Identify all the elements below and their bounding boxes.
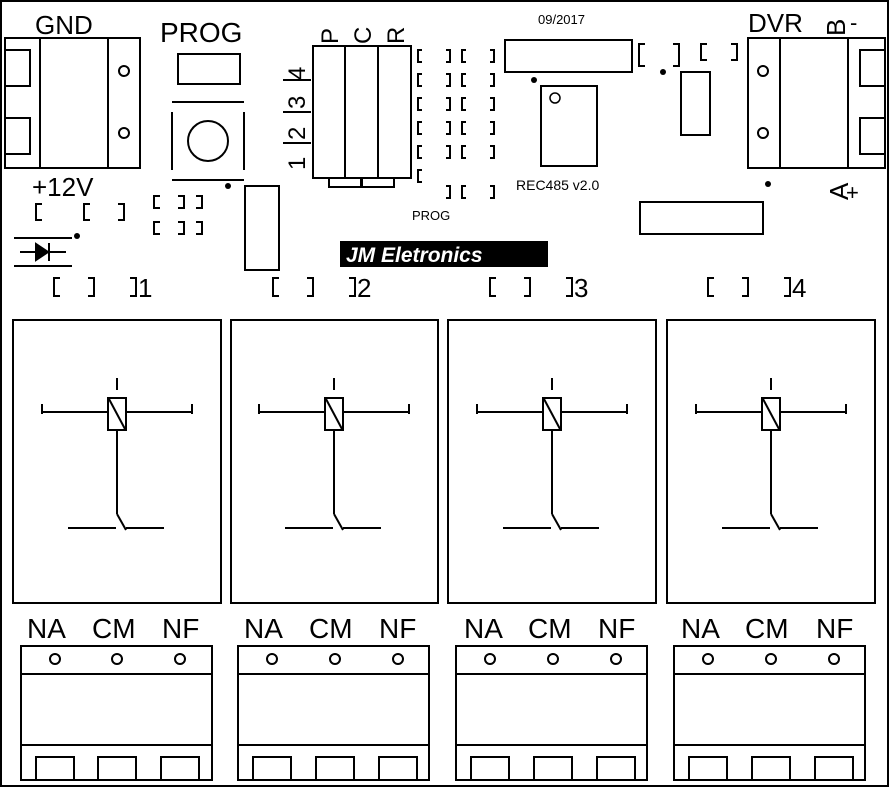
pad-dot	[660, 69, 666, 75]
capacitor-vertical	[680, 71, 711, 136]
diode-symbol	[14, 237, 72, 267]
relay-2-nf-label: NF	[379, 613, 416, 644]
pcr-label-p: P	[317, 28, 344, 44]
header-row-lines	[283, 79, 311, 144]
smd-pads-left	[35, 195, 203, 235]
relay-2-terminal-block	[237, 645, 430, 781]
ic-chip	[540, 85, 598, 167]
module-connector	[504, 39, 633, 73]
diode-dot	[74, 233, 80, 239]
prog-small-label: PROG	[412, 208, 450, 223]
prog-label: PROG	[160, 17, 242, 48]
relay-1-cm-label: CM	[92, 613, 136, 644]
channel-pads	[53, 277, 791, 297]
resistor-horizontal	[639, 201, 764, 235]
logo-background	[340, 241, 548, 267]
jumper-header[interactable]	[312, 45, 412, 188]
dvr-dot	[765, 181, 771, 187]
relay-3-nf-label: NF	[598, 613, 635, 644]
pcr-label-r: R	[383, 27, 410, 44]
relay-2	[230, 319, 439, 604]
relay-3	[447, 319, 657, 604]
pin1-dot	[225, 183, 231, 189]
relay-1-terminal-block	[20, 645, 213, 781]
plus-label: +	[846, 180, 859, 205]
prog-button[interactable]	[171, 53, 245, 181]
relay-number-3: 3	[574, 273, 588, 303]
relay-4-na-label: NA	[681, 613, 720, 644]
gnd-terminal-block	[4, 37, 141, 169]
relay-3-cm-label: CM	[528, 613, 572, 644]
relay-1-nf-label: NF	[162, 613, 199, 644]
relay-3-na-label: NA	[464, 613, 503, 644]
resistor-vertical	[244, 185, 280, 271]
dvr-terminal-block	[747, 37, 886, 169]
date-label: 09/2017	[538, 12, 585, 27]
smd-pad-columns	[417, 49, 495, 199]
relay-2-na-label: NA	[244, 613, 283, 644]
relay-2-cm-label: CM	[309, 613, 353, 644]
channel-label-4: 4	[284, 67, 311, 80]
relay-4-cm-label: CM	[745, 613, 789, 644]
relay-number-1: 1	[138, 273, 152, 303]
relay-3-terminal-block	[455, 645, 648, 781]
ic-pin1-marker	[549, 92, 561, 104]
v12-label: +12V	[32, 172, 94, 202]
pcr-label-c: C	[350, 27, 377, 44]
relay-1	[12, 319, 222, 604]
channel-label-1: 1	[284, 157, 311, 170]
relay-number-4: 4	[792, 273, 806, 303]
minus-label: -	[850, 10, 857, 35]
channel-label-2: 2	[284, 127, 311, 140]
channel-label-3: 3	[284, 96, 311, 109]
module-label: REC485 v2.0	[516, 177, 599, 193]
module-dot	[531, 77, 537, 83]
relay-4	[666, 319, 876, 604]
relay-number-2: 2	[357, 273, 371, 303]
gnd-label: GND	[35, 10, 93, 40]
relay-4-terminal-block	[673, 645, 866, 781]
b-label: B	[821, 19, 851, 36]
dvr-label: DVR	[748, 8, 803, 38]
smd-pads-module	[638, 43, 738, 67]
logo-text: JM Eletronics	[346, 244, 483, 267]
relay-4-nf-label: NF	[816, 613, 853, 644]
relay-1-na-label: NA	[27, 613, 66, 644]
a-label: A	[824, 182, 854, 200]
